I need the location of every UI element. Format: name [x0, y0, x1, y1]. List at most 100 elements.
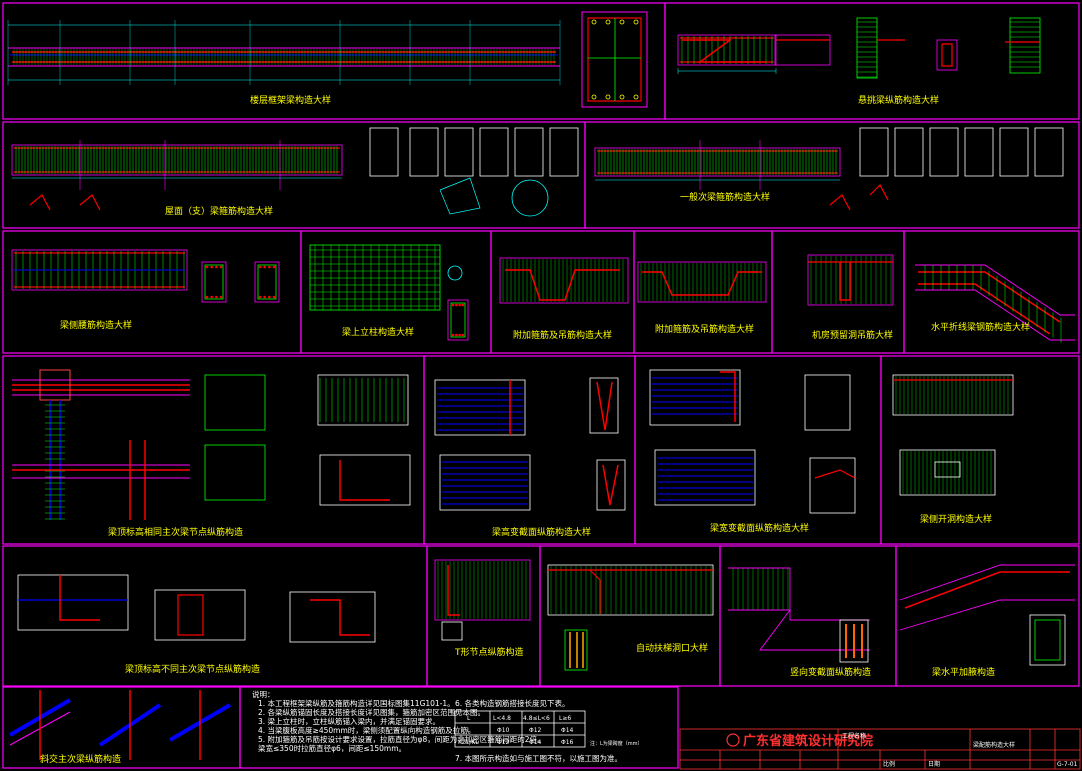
beam-outline	[434, 559, 531, 621]
section-rebar	[602, 464, 619, 506]
hook-detail	[29, 194, 51, 211]
table-header-cell: 4.8≤L<6	[523, 715, 550, 722]
title-block: 广东省建筑设计研究院 工程名称 梁配筋构造大样 G-7-01 比例 日期	[679, 728, 1081, 770]
beam-outline	[154, 589, 246, 641]
grid-outline	[309, 244, 441, 311]
column-outline	[1009, 17, 1041, 74]
rebar-dot	[619, 94, 625, 100]
panel-frame	[539, 545, 721, 687]
caption-p15: 梁顶标高不同主次梁节点纵筋构造	[125, 663, 260, 675]
beam-outline	[317, 374, 409, 426]
section-outline	[204, 374, 266, 431]
beam-outline	[728, 609, 870, 651]
beam-outline	[892, 374, 1014, 416]
rebar-dot	[591, 19, 597, 25]
caption-p16: T形节点纵筋构造	[454, 646, 524, 658]
table-header-cell: L<4.8	[493, 715, 511, 722]
beam-outline	[807, 254, 894, 306]
bottom-rebar	[918, 283, 1051, 335]
hanger-rebar	[642, 271, 762, 296]
caption-p8: 附加箍筋及吊筋构造大样	[655, 323, 754, 335]
beam-outline	[899, 564, 1075, 601]
rebar-dot	[633, 94, 639, 100]
beam-outline	[499, 257, 629, 304]
scale-label: 比例	[883, 760, 895, 768]
hanger-rebar	[505, 269, 620, 301]
table-cell: Φ12	[497, 739, 510, 746]
rebar-dot	[215, 295, 218, 299]
caption-p4: 一般次梁箍筋构造大样	[680, 191, 770, 203]
caption-p19: 梁水平加腋构造	[932, 666, 995, 678]
hook-detail	[439, 177, 481, 215]
top-rebar	[904, 571, 1070, 609]
rebar-dot	[215, 265, 218, 269]
caption-p12: 梁高变截面纵筋构造大样	[492, 526, 591, 538]
beam-outline	[319, 454, 411, 506]
panel-frame	[880, 355, 1080, 545]
panel-frame	[664, 2, 1080, 120]
caption-p18: 竖向变截面纵筋构造	[790, 666, 871, 678]
table-cell: Φ10	[497, 727, 510, 734]
bent-rebar	[720, 371, 736, 422]
column-outline	[856, 17, 878, 79]
beam-outline	[774, 34, 831, 66]
panel-frame	[426, 545, 541, 687]
company-name: 广东省建筑设计研究院	[743, 733, 873, 749]
rebar-dot	[219, 295, 223, 299]
panel-frame	[895, 545, 1080, 687]
company-logo-icon	[726, 733, 740, 747]
rebar-dot	[633, 19, 639, 25]
rebar-dot	[591, 94, 597, 100]
note-line: 4. 当梁腹板高度≥450mm时，梁侧须配置纵向构造钢筋及拉筋。	[258, 725, 475, 735]
caption-p9: 机房预留洞吊筋大样	[812, 329, 893, 341]
panel-frame	[2, 686, 241, 769]
table-cell: Φ12	[529, 727, 542, 734]
rebar-dot	[268, 295, 271, 299]
beam-outline	[915, 289, 1075, 341]
stirrup-section	[941, 43, 953, 67]
caption-p11: 梁顶标高相同主次梁节点纵筋构造	[108, 526, 243, 538]
rebar-dot	[455, 303, 458, 307]
beam-outline	[439, 454, 531, 511]
beam-outline	[654, 449, 756, 506]
table-cell: Φ14	[561, 727, 574, 734]
stirrup-shape	[549, 127, 579, 177]
stirrup-shape	[894, 127, 924, 177]
rebar-dot	[455, 333, 458, 337]
note-line: 1. 本工程框架梁纵筋及箍筋构造详见国标图集11G101-1。	[258, 698, 455, 708]
rebar-dot	[219, 265, 223, 269]
caption-p20: 斜交主次梁纵筋构造	[40, 753, 121, 765]
drawing-title: 梁配筋构造大样	[973, 741, 1015, 749]
panel-frame	[239, 686, 679, 769]
note-line: 5. 附加箍筋及吊筋按设计要求设置，拉筋直径为φ8，间距为非加密区箍筋间距的2倍…	[258, 734, 545, 744]
column-section	[581, 11, 648, 108]
note-line: 7. 本图所示构造如与施工图不符，以施工图为准。	[455, 753, 622, 763]
panel-frame	[584, 121, 1080, 229]
opening	[934, 461, 961, 478]
beam-outline	[434, 379, 526, 436]
rebar-dot	[605, 19, 611, 25]
bent-rebar	[682, 39, 766, 63]
section-outline	[441, 621, 463, 641]
table-header-cell: L	[467, 715, 471, 722]
secondary-section	[177, 594, 204, 636]
section-outline	[564, 629, 588, 671]
notes-heading: 说明：	[252, 689, 275, 699]
stirrup-shape	[444, 127, 474, 177]
date-label: 日期	[928, 760, 940, 768]
panel-frame	[903, 230, 1080, 354]
beam-outline	[289, 591, 376, 643]
stirrup-shape	[929, 127, 959, 177]
rebar-dot	[258, 295, 262, 299]
table-header-cell: L≥6	[559, 715, 571, 722]
rebar-dot	[461, 303, 465, 307]
section-outline	[936, 39, 958, 71]
table-cell: L	[467, 727, 471, 734]
section-outline	[804, 374, 851, 431]
stirrup-shape	[859, 127, 889, 177]
note-line: 6. 各类构造钢筋搭接长度见下表。	[455, 698, 570, 708]
hook-detail	[829, 194, 851, 211]
rebar-dot	[451, 303, 455, 307]
section-outline	[204, 444, 266, 501]
